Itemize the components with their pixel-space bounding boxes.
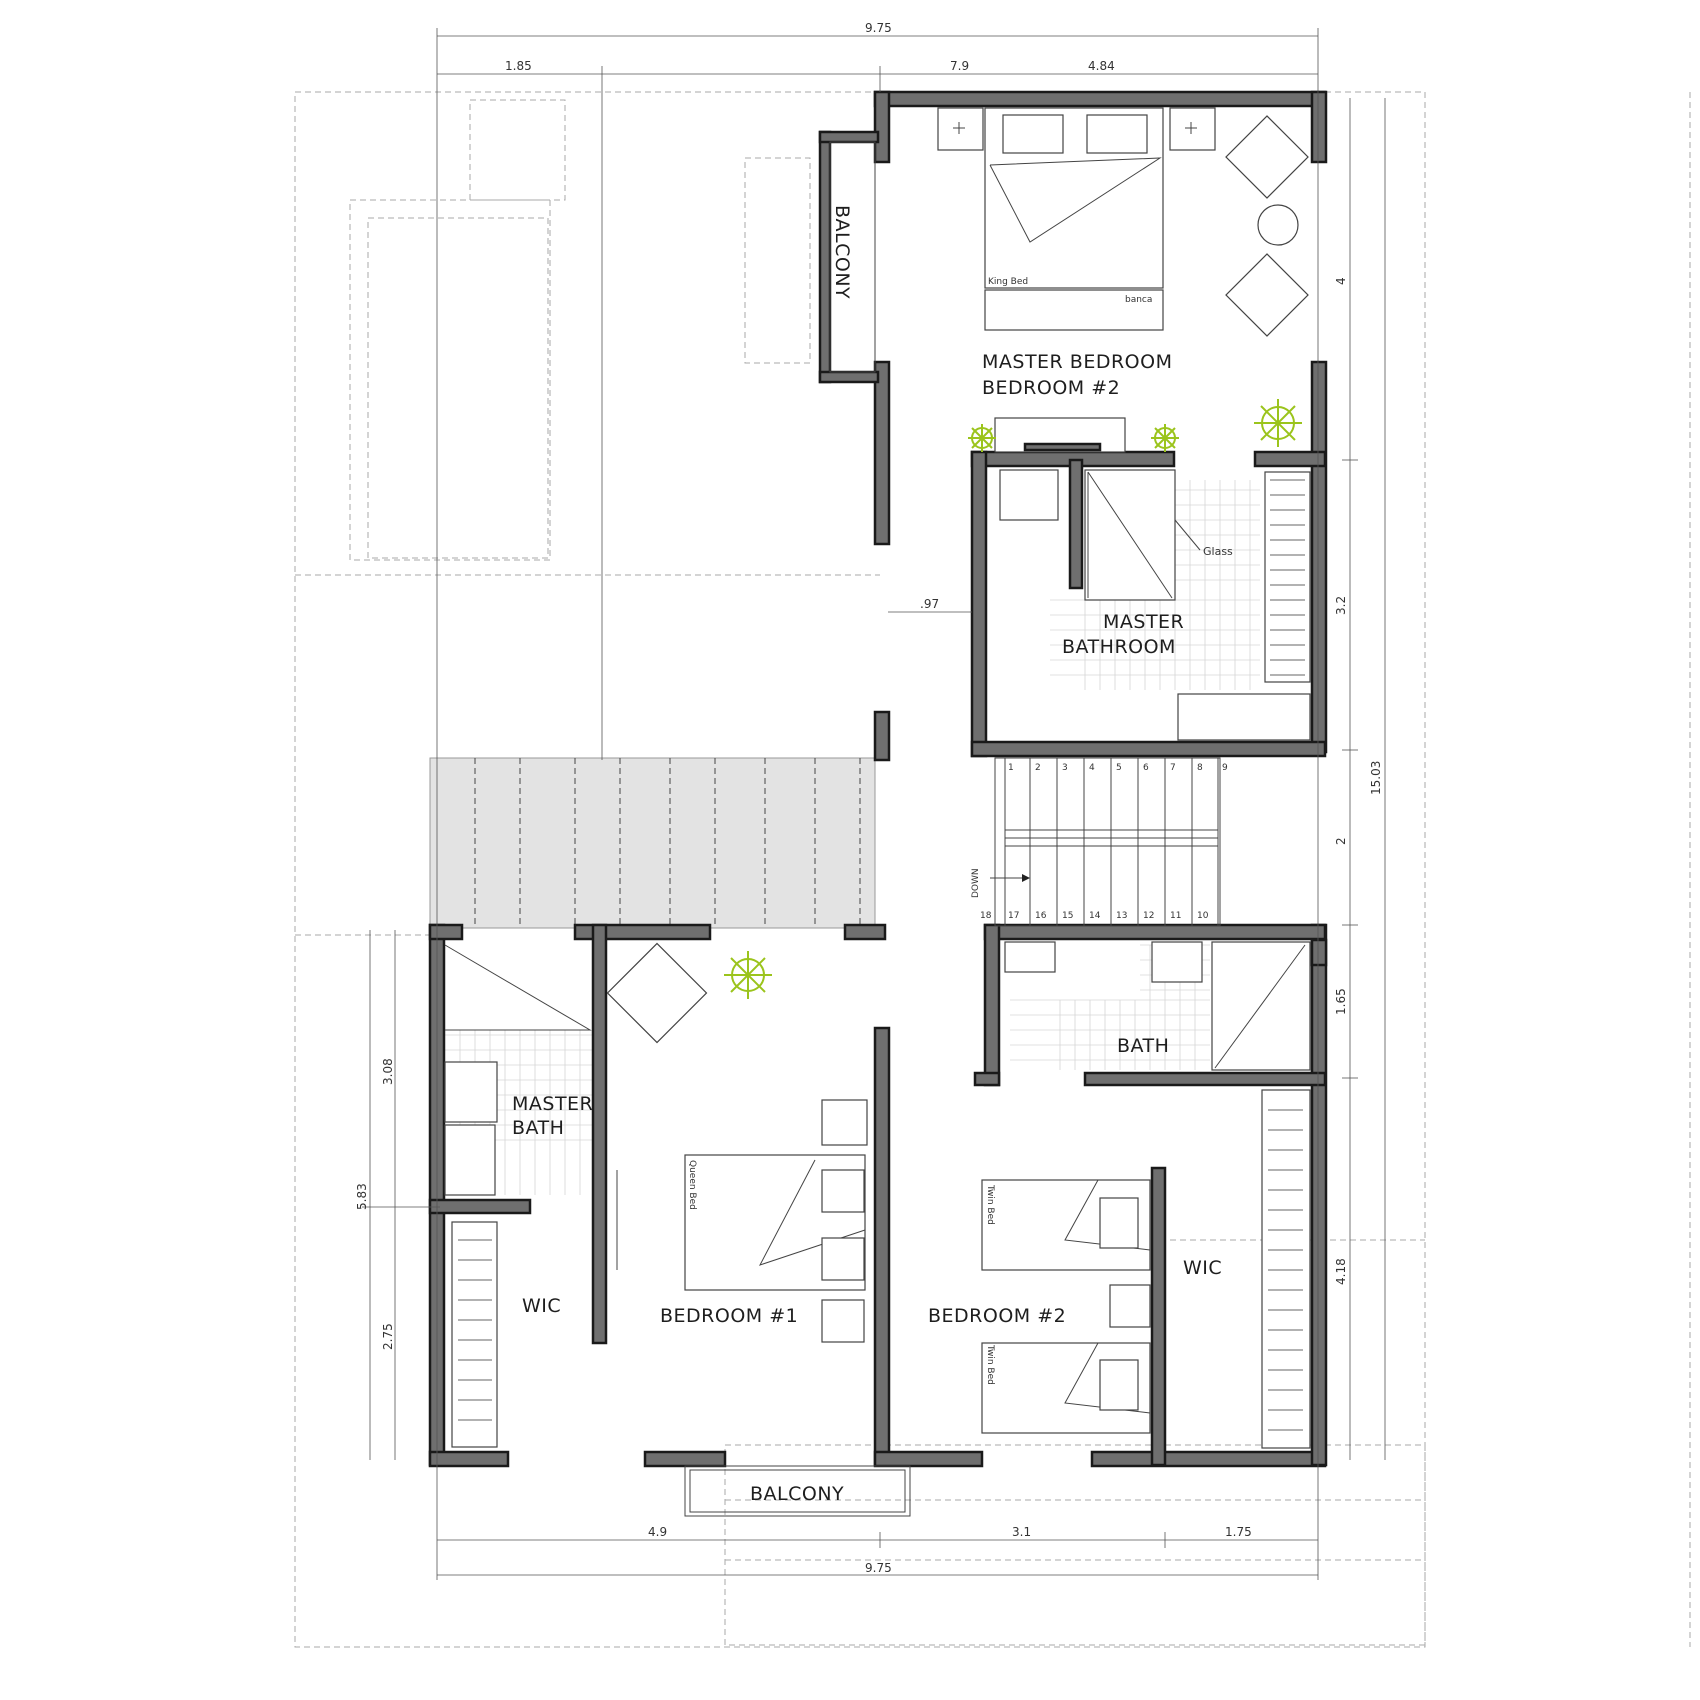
dim-right-c: 2 [1334, 837, 1348, 845]
banca-label: banca [1125, 295, 1152, 305]
plant-icon [1151, 424, 1179, 452]
room-master-bedroom-line1: MASTER BEDROOM [982, 351, 1172, 373]
dim-top-total: 9.75 [865, 21, 892, 35]
room-master-bathroom-line1: MASTER [1103, 611, 1184, 633]
stair-step-7: 7 [1170, 763, 1176, 773]
closet-hangers [458, 479, 1305, 1431]
dim-left-b: 5.83 [355, 1183, 369, 1210]
stair-step-5: 5 [1116, 763, 1122, 773]
dim-right-b: 3.2 [1334, 596, 1348, 615]
plant-icons [724, 399, 1302, 999]
twin-bed-1-label: Twin Bed [985, 1184, 995, 1225]
stair-step-10: 10 [1197, 911, 1209, 921]
plant-icon [968, 424, 996, 452]
stair-step-6: 6 [1143, 763, 1149, 773]
stair-step-14: 14 [1089, 911, 1101, 921]
stair-step-2: 2 [1035, 763, 1041, 773]
plant-icon [724, 951, 772, 999]
stair-step-18: 18 [980, 911, 992, 921]
king-bed-label: King Bed [988, 277, 1028, 287]
stair-step-12: 12 [1143, 911, 1154, 921]
room-bedroom-2: BEDROOM #2 [928, 1305, 1066, 1327]
room-bedroom-1: BEDROOM #1 [660, 1305, 798, 1327]
queen-bed-label: Queen Bed [687, 1160, 697, 1210]
ground-floor-outline [294, 91, 1691, 1648]
room-balcony-bottom: BALCONY [750, 1483, 844, 1505]
room-wic-left: WIC [522, 1295, 561, 1317]
twin-bed-2-label: Twin Bed [985, 1344, 995, 1385]
stair-step-3: 3 [1062, 763, 1068, 773]
staircase: 1 2 3 4 5 6 7 8 9 18 17 16 15 14 13 12 1… [971, 757, 1228, 927]
stair-step-13: 13 [1116, 911, 1127, 921]
dim-right-total: 15.03 [1369, 761, 1383, 795]
room-wic-right: WIC [1183, 1257, 1222, 1279]
room-bath: BATH [1117, 1035, 1169, 1057]
dim-bottom-c: 1.75 [1225, 1525, 1252, 1539]
dim-top-c: 4.84 [1088, 59, 1115, 73]
stair-step-11: 11 [1170, 911, 1181, 921]
stair-step-16: 16 [1035, 911, 1047, 921]
dim-bottom-a: 4.9 [648, 1525, 667, 1539]
balconies [684, 141, 911, 1517]
dim-right-d: 1.65 [1334, 988, 1348, 1015]
dim-right-e: 4.18 [1334, 1258, 1348, 1285]
stair-step-9: 9 [1222, 763, 1228, 773]
room-balcony-top: BALCONY [831, 205, 853, 299]
down-label: DOWN [971, 868, 981, 898]
dim-bottom-total: 9.75 [865, 1561, 892, 1575]
dim-right-a: 4 [1334, 277, 1348, 285]
stair-step-17: 17 [1008, 911, 1019, 921]
glass-label: Glass [1203, 545, 1233, 558]
room-master-bath-line1: MASTER [512, 1093, 593, 1115]
stair-step-15: 15 [1062, 911, 1073, 921]
room-master-bath-line2: BATH [512, 1117, 564, 1139]
dim-top-a: 1.85 [505, 59, 532, 73]
room-master-bathroom-line2: BATHROOM [1062, 636, 1176, 658]
dim-bottom-b: 3.1 [1012, 1525, 1031, 1539]
stair-step-1: 1 [1008, 763, 1014, 773]
dim-top-b: 7.9 [950, 59, 969, 73]
stair-step-4: 4 [1089, 763, 1095, 773]
dim-inner: .97 [920, 597, 939, 611]
dim-left-a: 3.08 [381, 1058, 395, 1085]
terrace-roof [429, 757, 876, 929]
room-master-bedroom-line2: BEDROOM #2 [982, 377, 1120, 399]
stair-step-8: 8 [1197, 763, 1203, 773]
dimension-lines [362, 28, 1386, 1580]
dim-left-c: 2.75 [381, 1323, 395, 1350]
plant-icon [1254, 399, 1302, 447]
walls [428, 90, 1328, 1468]
